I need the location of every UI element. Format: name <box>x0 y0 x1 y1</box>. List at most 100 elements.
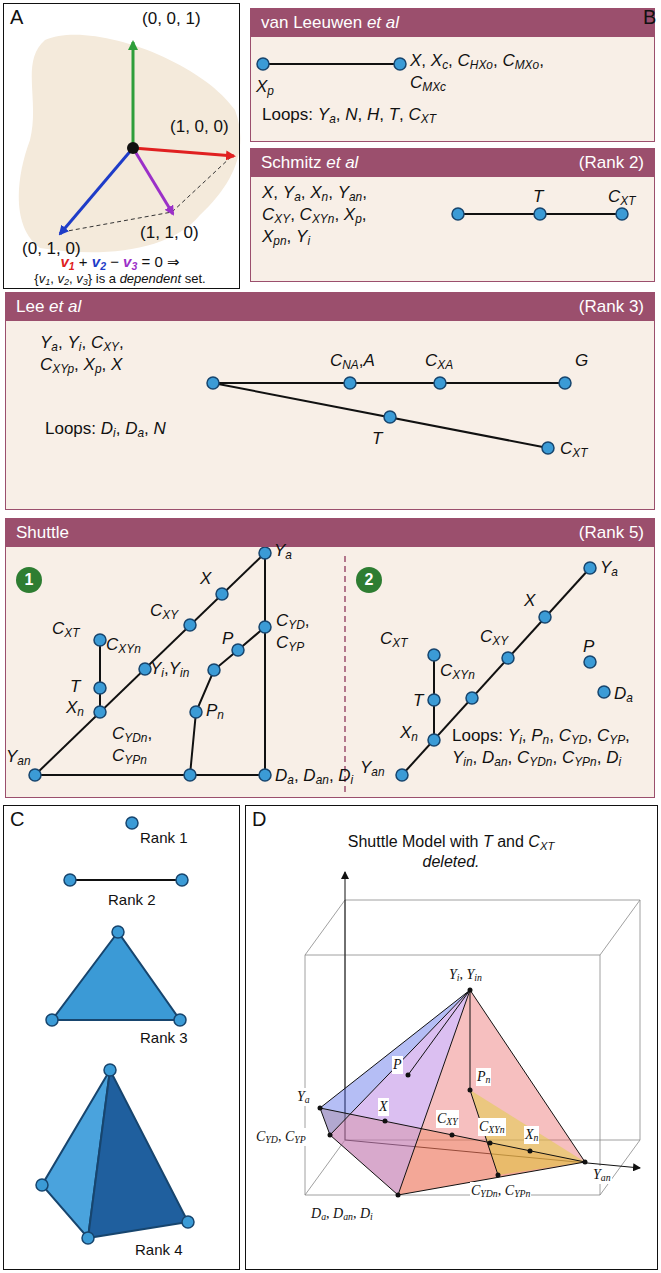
panel-title: van Leeuwen et al <box>261 9 399 37</box>
drawing-rect <box>5 546 655 798</box>
drawing-line <box>320 990 470 1108</box>
point-label: Yi,Yin <box>150 658 189 680</box>
drawing-path <box>19 35 241 253</box>
point-label: CYD, CYP <box>255 1128 307 1146</box>
drawing-circle <box>450 1133 455 1138</box>
drawing-circle <box>176 874 188 886</box>
drawing-circle <box>94 682 106 694</box>
drawing-circle <box>216 588 228 600</box>
drawing-line <box>398 990 470 1195</box>
drawing-circle <box>29 769 41 781</box>
panel-header: Schmitz et al (Rank 2) <box>251 149 654 177</box>
point-label: Loops: Ya, N, H, T, CXT <box>262 104 436 126</box>
drawing-circle <box>232 644 244 656</box>
drawing-polygon <box>305 955 600 1195</box>
drawing-polygon <box>52 932 180 1020</box>
panel-header: van Leeuwen et al <box>251 9 654 37</box>
drawing-circle <box>94 634 106 646</box>
drawing-circle <box>559 377 571 389</box>
drawing-circle <box>94 706 106 718</box>
point-label: Pn <box>206 700 224 722</box>
point-label: CYD, CYP <box>276 610 324 654</box>
drawing-circle <box>190 706 202 718</box>
drawing-polygon <box>88 1070 188 1238</box>
step-number: 2 <box>365 571 374 588</box>
panel-letter: C <box>10 808 24 831</box>
rank-label: (Rank 2) <box>579 149 644 177</box>
drawing-line <box>320 1108 585 1162</box>
point-label: Rank 1 <box>140 828 188 848</box>
point-label: Rank 4 <box>135 1240 183 1260</box>
point-label: Yan <box>592 1166 612 1184</box>
drawing-line <box>99 640 101 712</box>
drawing-polygon <box>398 990 585 1195</box>
drawing-circle <box>534 208 546 220</box>
figure-panel: C <box>3 805 240 1270</box>
drawing-rect <box>250 36 655 142</box>
rank-label: (Rank 3) <box>579 293 644 321</box>
drawing-circle <box>583 1160 588 1165</box>
drawing-polygon <box>470 1090 585 1175</box>
point-label: (0, 0, 1) <box>142 8 201 30</box>
drawing-circle <box>328 1133 333 1138</box>
drawing-polyline <box>190 627 265 775</box>
point-label: CXYn <box>440 660 475 682</box>
drawing-line <box>172 156 232 212</box>
point-label: CXT <box>380 628 407 650</box>
drawing-circle <box>428 649 440 661</box>
point-label: CXT <box>608 186 635 208</box>
drawing-circle <box>82 1232 94 1244</box>
point-label: Ya <box>600 557 618 579</box>
point-label: (1, 1, 0) <box>140 222 199 244</box>
panel-title: Schmitz et al <box>261 149 358 177</box>
point-label: X, Xc, CHXo, CMXo, CMXc <box>410 50 545 94</box>
drawing-line <box>263 63 400 65</box>
point-label: X, Ya, Xn, Yan, CXY, CXYn, Xp, Xpn, Yi <box>262 182 386 248</box>
drawing-rect <box>5 320 655 510</box>
drawing-line <box>35 553 265 775</box>
drawing-line <box>344 556 346 795</box>
point-label: Xp <box>256 76 274 98</box>
drawing-line <box>305 900 345 955</box>
point-label: Yi, Yin <box>448 966 483 984</box>
panel-title: Shuttle <box>16 519 69 547</box>
drawing-circle <box>344 377 356 389</box>
point-label: Pn <box>476 1068 491 1086</box>
drawing-circle <box>502 652 514 664</box>
point-label: CYDn, CYPn <box>470 1182 531 1200</box>
point-label: G <box>575 350 588 372</box>
drawing-circle <box>318 1106 323 1111</box>
point-label: T <box>533 186 543 208</box>
figure-panel: DShuttle Model with T and CXT deleted. <box>245 805 658 1270</box>
point-label: Loops: Di, Da, N <box>45 418 166 440</box>
point-label: CXYn <box>478 1118 506 1136</box>
point-label: P <box>222 628 233 650</box>
point-label: T <box>372 428 382 450</box>
point-label: P <box>583 636 594 658</box>
point-label: CNA,A <box>330 350 375 372</box>
drawing-circle <box>36 1179 48 1191</box>
drawing-line <box>133 148 173 214</box>
drawing-circle <box>428 694 440 706</box>
point-label: Rank 3 <box>140 1028 188 1048</box>
drawing-g <box>320 990 585 1195</box>
point-label: Xn <box>524 1126 539 1144</box>
point-label: CXA <box>425 350 453 372</box>
point-label: Da, Dan, Di <box>275 765 353 787</box>
drawing-circle <box>127 142 139 154</box>
point-label: Ya, Yi, CXY, CXYp, Xp, X <box>40 332 155 376</box>
drawing-circle <box>396 769 408 781</box>
step-circle: 1 <box>16 567 42 593</box>
drawing-line <box>330 990 470 1135</box>
point-label: Yan <box>360 757 385 779</box>
drawing-circle <box>259 621 271 633</box>
point-label: Ya <box>274 540 292 562</box>
drawing-circle <box>528 1149 533 1154</box>
drawing-circle <box>584 562 596 574</box>
drawing-circle <box>584 656 596 668</box>
panel-header: Shuttle(Rank 5) <box>6 519 654 547</box>
point-label: X <box>524 590 535 612</box>
drawing-circle <box>452 208 464 220</box>
drawing-circle <box>383 1119 388 1124</box>
point-label: T <box>413 690 423 712</box>
